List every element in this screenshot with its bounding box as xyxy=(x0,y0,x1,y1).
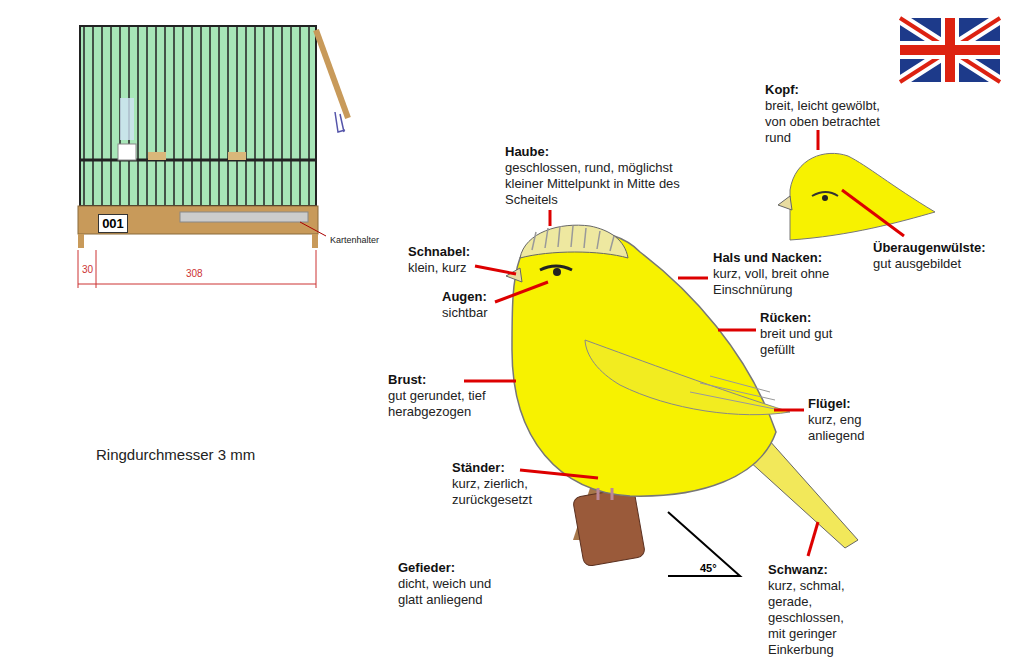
description: klein, kurz xyxy=(408,260,467,276)
card-holder xyxy=(180,212,308,222)
description: kurz, voll, breit ohne Einschnürung xyxy=(713,266,843,298)
angle-mark xyxy=(668,512,740,576)
heading: Überaugenwülste: xyxy=(873,240,986,256)
description: breit, leicht gewölbt, von oben betracht… xyxy=(765,98,900,146)
heading: Gefieder: xyxy=(398,560,455,576)
heading: Schnabel: xyxy=(408,244,470,260)
dimension: 308 xyxy=(186,266,203,282)
union-flag xyxy=(900,18,1000,82)
cage-base xyxy=(78,206,318,234)
heading: Ständer: xyxy=(452,460,505,476)
angle: 45° xyxy=(700,560,717,576)
dimension: Kartenhalter xyxy=(330,232,379,248)
heading: Hals und Nacken: xyxy=(713,250,822,266)
description: gut ausgebildet xyxy=(873,256,1013,272)
heading: Augen: xyxy=(442,289,487,305)
cage-number: 001 xyxy=(102,216,124,231)
heading: Schwanz: xyxy=(768,562,828,578)
dimension: 30 xyxy=(82,262,93,278)
heading: Rücken: xyxy=(760,310,811,326)
description: sichtbar xyxy=(442,305,488,321)
description: dicht, weich und glatt anliegend xyxy=(398,576,518,608)
description: gut gerundet, tief herabgezogen xyxy=(388,388,508,420)
cage-front xyxy=(80,26,316,206)
head-detail xyxy=(778,153,935,240)
description: kurz, eng anliegend xyxy=(808,412,888,444)
dimension-lines xyxy=(78,250,316,288)
cage-number-box: 001 xyxy=(98,214,128,233)
description: breit und gut gefüllt xyxy=(760,326,845,358)
heading: Brust: xyxy=(388,372,426,388)
description: kurz, schmal, gerade, geschlossen, mit g… xyxy=(768,578,860,658)
heading: Flügel: xyxy=(808,396,851,412)
heading: Kopf: xyxy=(765,82,799,98)
heading: Haube: xyxy=(505,144,549,160)
description: kurz, zierlich, zurückgesetzt xyxy=(452,476,552,508)
note: Ringdurchmesser 3 mm xyxy=(96,447,255,463)
canary-figure xyxy=(506,225,858,567)
description: geschlossen, rund, möglichst kleiner Mit… xyxy=(505,160,705,208)
